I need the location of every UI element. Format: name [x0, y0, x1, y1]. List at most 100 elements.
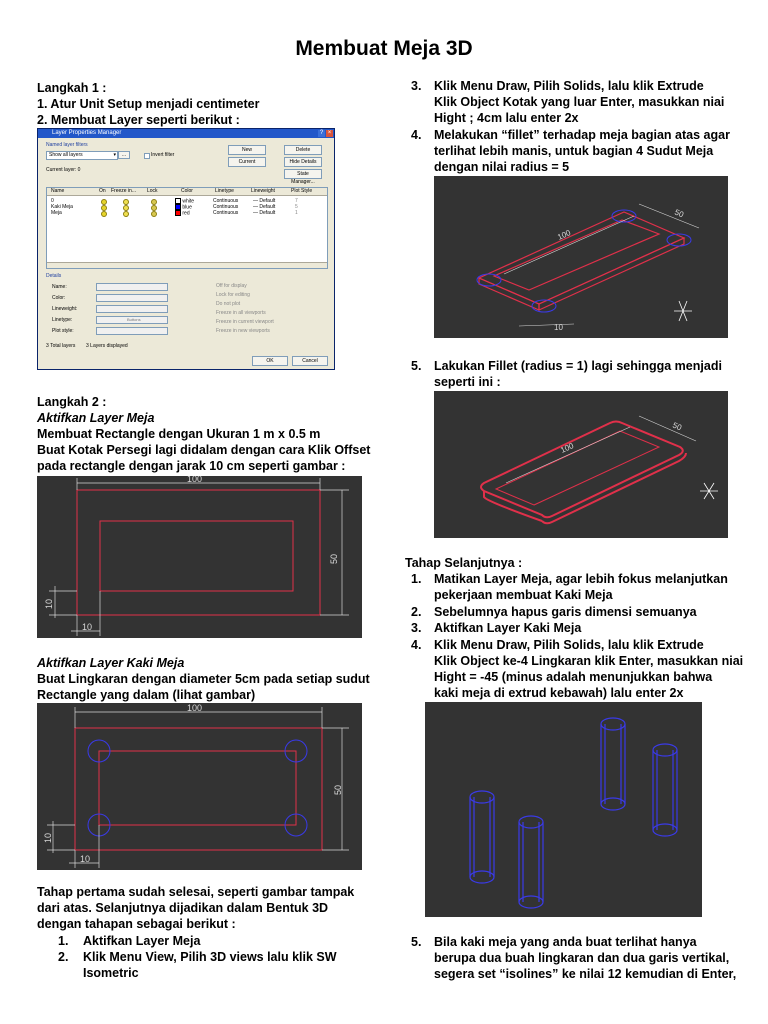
- outer-rectangle: [76, 489, 321, 616]
- layer-lineweight[interactable]: — Default: [253, 204, 276, 210]
- detail-color-select[interactable]: [96, 294, 168, 302]
- col-lock[interactable]: Lock: [147, 188, 158, 194]
- inner-rectangle: [99, 520, 294, 592]
- check-lock-editing[interactable]: Lock for editing: [216, 292, 250, 298]
- layer-color[interactable]: white: [175, 198, 194, 204]
- dim-10-label-bottom: 10: [82, 622, 92, 632]
- color-name: blue: [182, 204, 192, 211]
- table-row[interactable]: Meja red Continuous — Default 1: [47, 210, 327, 217]
- next-item-3-line-1: Aktifkan Layer Kaki Meja: [434, 621, 582, 635]
- linetype-value: Buttons: [127, 317, 141, 322]
- layer-lineweight[interactable]: — Default: [253, 198, 276, 204]
- detail-name-field[interactable]: [96, 283, 168, 291]
- ok-button[interactable]: OK: [252, 356, 288, 366]
- details-label: Details: [46, 273, 62, 279]
- cad-extruded-legs: [425, 702, 702, 917]
- filter-browse-button[interactable]: ...: [118, 151, 130, 159]
- right-item-4-line-3: dengan nilai radius = 5: [434, 160, 570, 174]
- lock-icon[interactable]: [151, 199, 157, 205]
- step1-item-2: 2. Membuat Layer seperti berikut :: [37, 113, 240, 127]
- cancel-button[interactable]: Cancel: [292, 356, 328, 366]
- dim-10-label-side: 10: [44, 599, 54, 609]
- col-linetype[interactable]: Linetype: [215, 188, 234, 194]
- state-manager-button[interactable]: State Manager...: [284, 169, 322, 185]
- bulb-icon[interactable]: [101, 211, 107, 217]
- leg-cylinder-4: [518, 815, 544, 909]
- ucs-cross-icon: [674, 300, 692, 322]
- color-swatch: [175, 210, 181, 216]
- layer-linetype[interactable]: Continuous: [213, 204, 239, 210]
- page-title: Membuat Meja 3D: [295, 37, 473, 60]
- dim-50-label: 50: [329, 554, 339, 564]
- check-freeze-current[interactable]: Freeze in current viewport: [216, 319, 274, 325]
- check-off-display[interactable]: Off for display: [216, 283, 247, 289]
- layer-color[interactable]: red: [175, 210, 190, 216]
- check-do-not-plot[interactable]: Do not plot: [216, 301, 241, 307]
- col-lineweight[interactable]: Lineweight: [251, 188, 275, 194]
- tahap-line-2: dari atas. Selanjutnya dijadikan dalam B…: [37, 901, 329, 915]
- detail-lineweight-label: Lineweight:: [52, 306, 78, 312]
- layer-plot-style: 7: [295, 198, 298, 204]
- kaki-subheading: Aktifkan Layer Kaki Meja: [37, 656, 185, 670]
- tahap-item-2-line-2: Isometric: [83, 966, 139, 980]
- filter-select[interactable]: Show all layers ▾: [46, 151, 118, 160]
- col-name[interactable]: Name: [51, 188, 65, 194]
- step2-line-2: Buat Kotak Persegi lagi didalam dengan c…: [37, 443, 371, 457]
- col-freeze[interactable]: Freeze in...: [111, 188, 137, 194]
- dim-50-label: 50: [673, 208, 685, 220]
- layer-properties-dialog: Layer Properties Manager ? × Named layer…: [37, 128, 335, 370]
- invert-checkbox[interactable]: [144, 153, 150, 159]
- slab-outline: [480, 420, 687, 525]
- current-button[interactable]: Current: [228, 157, 266, 167]
- tahap-line-1: Tahap pertama sudah selesai, seperti gam…: [37, 885, 355, 899]
- layer-name: 0: [51, 198, 54, 204]
- current-layer-label: Current layer: 0: [46, 167, 81, 173]
- tahap-item-1-num: 1.: [58, 934, 69, 948]
- final-item-line-3: segera set “isolines” ke nilai 12 kemudi…: [434, 967, 737, 981]
- detail-lineweight-select[interactable]: [96, 305, 168, 313]
- close-icon[interactable]: ×: [326, 130, 333, 137]
- sun-icon[interactable]: [123, 211, 129, 217]
- sun-icon[interactable]: [123, 199, 129, 205]
- new-button[interactable]: New: [228, 145, 266, 155]
- bulb-icon[interactable]: [101, 205, 107, 211]
- help-icon[interactable]: ?: [318, 130, 325, 137]
- layer-color[interactable]: blue: [175, 204, 192, 210]
- final-item-line-1: Bila kaki meja yang anda buat terlihat h…: [434, 935, 697, 949]
- right-item-3-line-3: Hight ; 4cm lalu enter 2x: [434, 111, 579, 125]
- detail-name-label: Name:: [52, 284, 67, 290]
- layer-linetype[interactable]: Continuous: [213, 210, 239, 216]
- dimension-lines: [49, 478, 349, 636]
- dim-100-label: 100: [187, 703, 202, 713]
- layer-lineweight[interactable]: — Default: [253, 210, 276, 216]
- leg-cylinder-2: [652, 743, 678, 837]
- tahap-item-2-num: 2.: [58, 950, 69, 964]
- tahap-line-3: dengan tahapan sebagai berikut :: [37, 917, 236, 931]
- table-row[interactable]: 0 white Continuous — Default 7: [47, 198, 327, 205]
- col-on[interactable]: On: [99, 188, 106, 194]
- horizontal-scrollbar[interactable]: [47, 262, 327, 268]
- right-item-5-num: 5.: [411, 359, 422, 373]
- detail-linetype-select[interactable]: Buttons: [96, 316, 168, 324]
- col-plot-style[interactable]: Plot Style: [291, 188, 313, 194]
- step1-heading: Langkah 1 :: [37, 81, 107, 95]
- step2-heading: Langkah 2 :: [37, 395, 107, 409]
- layer-linetype[interactable]: Continuous: [213, 198, 239, 204]
- layer-plot-style: 5: [295, 204, 298, 210]
- check-freeze-all[interactable]: Freeze in all viewports: [216, 310, 266, 316]
- detail-plotstyle-select[interactable]: [96, 327, 168, 335]
- detail-plotstyle-label: Plot style:: [52, 328, 74, 334]
- sun-icon[interactable]: [123, 205, 129, 211]
- col-color[interactable]: Color: [181, 188, 193, 194]
- check-freeze-new[interactable]: Freeze in new viewports: [216, 328, 270, 334]
- lock-icon[interactable]: [151, 205, 157, 211]
- table-row[interactable]: Kaki Meja blue Continuous — Default 5: [47, 204, 327, 211]
- hide-details-button[interactable]: Hide Details: [284, 157, 322, 167]
- bulb-icon[interactable]: [101, 199, 107, 205]
- delete-button[interactable]: Delete: [284, 145, 322, 155]
- lock-icon[interactable]: [151, 211, 157, 217]
- dialog-titlebar: Layer Properties Manager ? ×: [38, 129, 334, 138]
- right-item-4-line-1: Melakukan “fillet” terhadap meja bagian …: [434, 128, 730, 142]
- step1-item-1: 1. Atur Unit Setup menjadi centimeter: [37, 97, 260, 111]
- layers-displayed: 3 Layers displayed: [86, 343, 128, 349]
